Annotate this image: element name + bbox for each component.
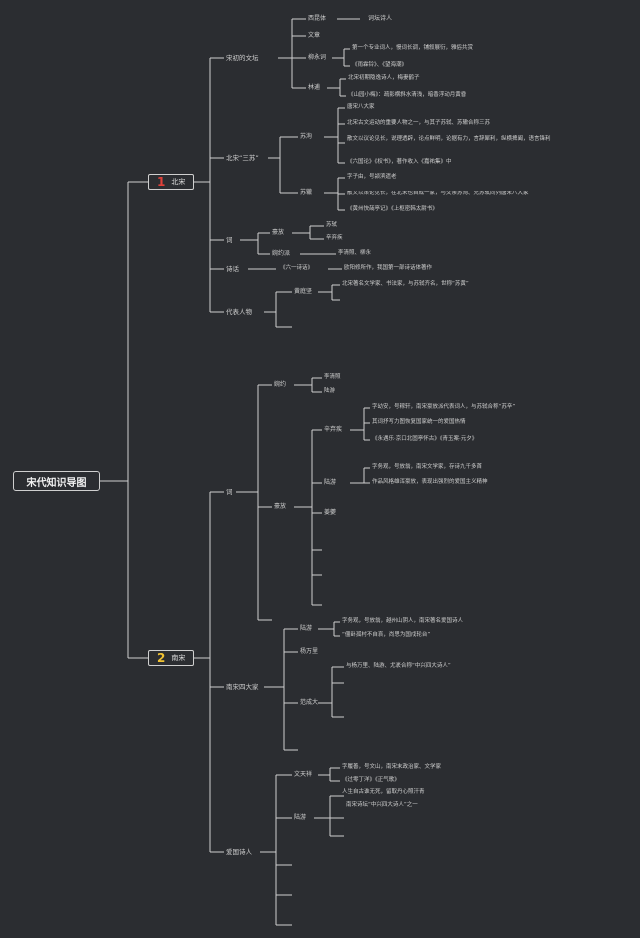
node-note: “僵卧孤村不自哀，尚思为国戍轮台” xyxy=(342,632,431,638)
node-xin-qiji[interactable]: 辛弃疾 xyxy=(324,426,343,433)
section-number: 1 xyxy=(157,175,166,189)
node-note: 人生自古谁无死，留取丹心照汗青 xyxy=(342,789,425,795)
node-note: 苏轼 xyxy=(326,222,338,228)
node-representatives[interactable]: 代表人物 xyxy=(226,308,252,316)
node-note: 北宋初期隐逸诗人，梅妻鹤子 xyxy=(348,75,420,81)
node-xikun-style[interactable]: 西昆体 xyxy=(308,15,327,22)
node-note: 词坛诗人 xyxy=(368,15,393,22)
node-four-masters[interactable]: 南宋四大家 xyxy=(226,683,259,691)
node-prose[interactable]: 文章 xyxy=(308,32,321,39)
node-note: 字子由，号颍滨遗老 xyxy=(347,174,397,180)
node-liu-yong-ci[interactable]: 柳永词 xyxy=(308,54,327,61)
node-huang-tingjian[interactable]: 黄庭坚 xyxy=(294,288,313,295)
node-su-xun[interactable]: 苏洵 xyxy=(300,133,313,140)
node-su-zhe[interactable]: 苏辙 xyxy=(300,189,313,196)
node-note: 与杨万里、陆游、尤袤合称“中兴四大诗人” xyxy=(346,663,451,669)
node-note: 南宋诗坛“中兴四大诗人”之一 xyxy=(346,802,418,808)
node-note: 字履善，号文山，南宋末政治家、文学家 xyxy=(342,764,442,770)
node-early-literary-world[interactable]: 宋初的文坛 xyxy=(226,54,259,62)
node-note: 陆游 xyxy=(324,388,336,394)
node-note: 《永遇乐·京口北固亭怀古》《青玉案·元夕》 xyxy=(372,436,478,442)
node-note: 其词抒写力图恢复国家统一的爱国热情 xyxy=(372,419,466,425)
node-note: 北宋著名文学家、书法家，与苏轼齐名，世称“苏黄” xyxy=(342,281,469,287)
section-label: 北宋 xyxy=(171,178,186,186)
node-note: 欧阳修所作，我国第一部诗话体著作 xyxy=(344,265,433,271)
node-note: 字幼安，号稼轩，南宋豪放派代表词人，与苏轼合称“苏辛” xyxy=(372,404,516,410)
node-patriotic-poets[interactable]: 爱国诗人 xyxy=(226,848,252,856)
node-ci-southern[interactable]: 词 xyxy=(226,488,233,496)
node-note: 《黄州快哉亭记》《上枢密韩太尉书》 xyxy=(347,206,438,212)
section-number: 2 xyxy=(157,651,166,665)
node-wanyue[interactable]: 婉约派 xyxy=(272,250,291,257)
node-fan-chengda[interactable]: 范成大 xyxy=(300,699,319,706)
node-note: 李清照、柳永 xyxy=(338,250,372,256)
node-note: 第一个专业词人，慢词长调，铺叙展衍，雅俗共赏 xyxy=(352,45,474,51)
node-note: 散文以策论见长，在北宋也自成一家，与父亲苏洵、兄苏轼同列唐宋八大家 xyxy=(347,191,529,196)
node-note: 散文以议论见长，说理透辟，论点鲜明，论据有力，言辞犀利，纵横捭阖，语言锋利 xyxy=(347,136,551,142)
node-liuyi-shihua[interactable]: 《六一诗话》 xyxy=(280,265,314,271)
node-note: 《山园小梅》：疏影横斜水清浅，暗香浮动月黄昏 xyxy=(348,92,467,98)
root-node[interactable]: 宋代知识导图 xyxy=(13,471,100,491)
node-note: 字务观，号放翁，南宋文学家，存诗九千多首 xyxy=(372,464,483,470)
node-note: 辛弃疾 xyxy=(326,235,343,241)
node-three-sus[interactable]: 北宋“三苏” xyxy=(226,154,259,162)
section-southern-song[interactable]: 2 南宋 xyxy=(148,650,194,666)
node-note: 《六国论》《权书》，著作收入《嘉祐集》中 xyxy=(347,159,452,165)
node-shihua[interactable]: 诗话 xyxy=(226,265,239,273)
node-wanyue-southern[interactable]: 婉约 xyxy=(274,381,287,388)
node-haofang[interactable]: 豪放 xyxy=(272,229,285,236)
node-jiang-kui[interactable]: 姜夔 xyxy=(324,509,337,516)
node-ci[interactable]: 词 xyxy=(226,236,233,244)
node-note: 北宋古文运动的重要人物之一，与其子苏轼、苏辙合称三苏 xyxy=(347,120,491,126)
node-lin-bu[interactable]: 林逋 xyxy=(308,84,321,91)
section-label: 南宋 xyxy=(171,654,186,662)
node-note: 唐宋八大家 xyxy=(347,104,375,110)
node-note: 《过零丁洋》《正气歌》 xyxy=(342,777,400,783)
node-lu-you-3[interactable]: 陆游 xyxy=(294,814,307,821)
node-lu-you-2[interactable]: 陆游 xyxy=(300,625,313,632)
node-yang-wanli[interactable]: 杨万里 xyxy=(300,648,319,655)
node-note: 李清照 xyxy=(324,374,341,380)
node-note: 字务观，号放翁，越州山阴人，南宋著名爱国诗人 xyxy=(342,618,464,624)
section-northern-song[interactable]: 1 北宋 xyxy=(148,174,194,190)
node-note: 《雨霖铃》、《望海潮》 xyxy=(352,62,408,68)
node-note: 作品风格雄浑豪放，表现出强烈的爱国主义精神 xyxy=(372,479,488,485)
node-haofang-southern[interactable]: 豪放 xyxy=(274,503,287,510)
node-lu-you[interactable]: 陆游 xyxy=(324,479,337,486)
node-wen-tianxiang[interactable]: 文天祥 xyxy=(294,771,313,778)
